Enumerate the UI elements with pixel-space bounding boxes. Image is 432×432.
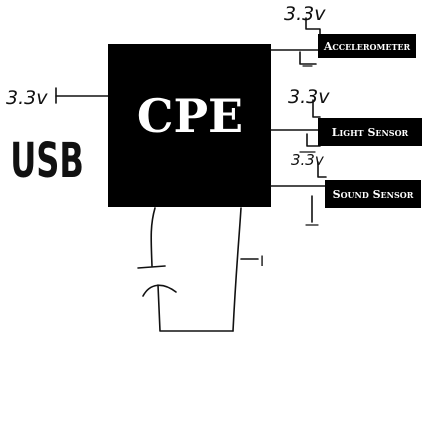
bottom-loop-wire — [157, 284, 234, 332]
sound-sensor-label: Sound Sensor — [333, 188, 414, 201]
light-sensor-ground-wire — [306, 133, 321, 147]
light-sensor-box — [318, 118, 422, 146]
sound-sensor-supply-wire — [317, 161, 327, 178]
capacitor-plate-top — [137, 265, 166, 269]
light-sensor-supply-label: 3.3v — [288, 86, 330, 108]
cpe-block — [108, 44, 271, 207]
light-sensor-supply-wire — [312, 99, 321, 118]
usb-label: USB — [10, 134, 84, 190]
right-loop-wire — [232, 207, 242, 332]
left-loop-wire — [150, 207, 156, 267]
accelerometer-box — [318, 34, 416, 58]
capacitor-plate-bottom — [142, 284, 177, 297]
cpe-label: CPE — [137, 89, 243, 143]
sound-sensor-supply-label: 3.3v — [291, 151, 325, 169]
accelerometer-label: Accelerometer — [323, 40, 411, 53]
left-supply-label: 3.3v — [6, 87, 48, 109]
light-sensor-label: Light Sensor — [332, 126, 409, 139]
battery-mark: I — [260, 254, 264, 270]
sound-sensor-box — [325, 180, 421, 208]
accelerometer-supply-label: 3.3v — [284, 3, 326, 25]
accelerometer-ground-wire — [299, 51, 317, 65]
